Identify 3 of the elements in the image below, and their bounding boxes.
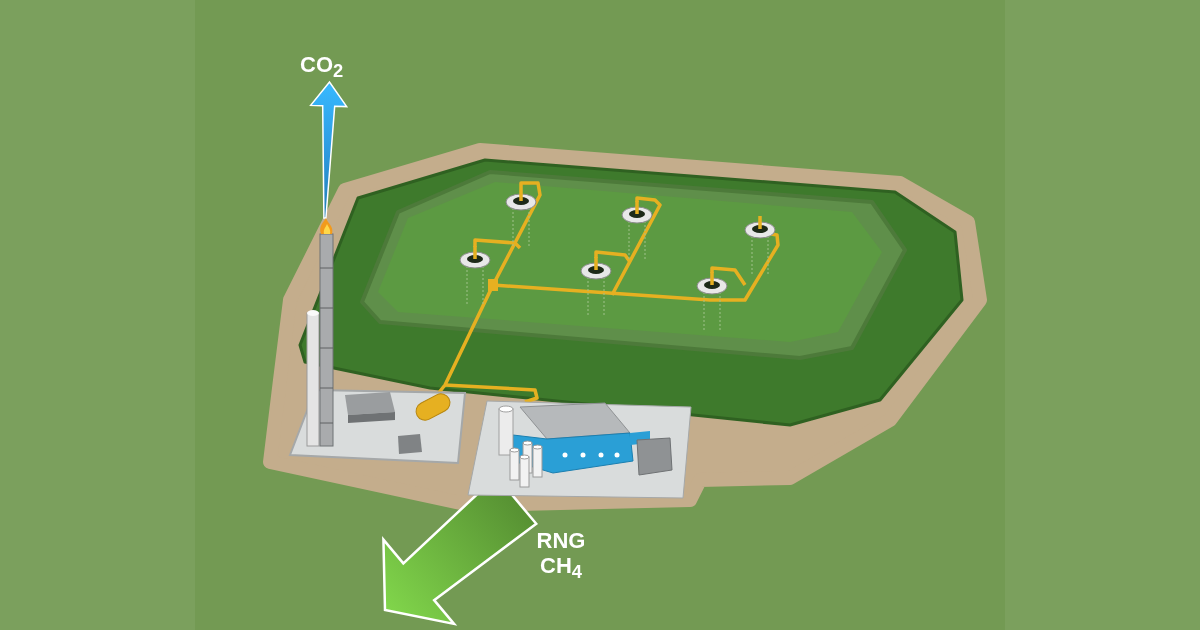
edge-label: RNG CH$_{4}$ [535, 528, 587, 583]
flow-arrow [309, 80, 349, 219]
gas-label: CO$_{2}$ [300, 52, 344, 83]
